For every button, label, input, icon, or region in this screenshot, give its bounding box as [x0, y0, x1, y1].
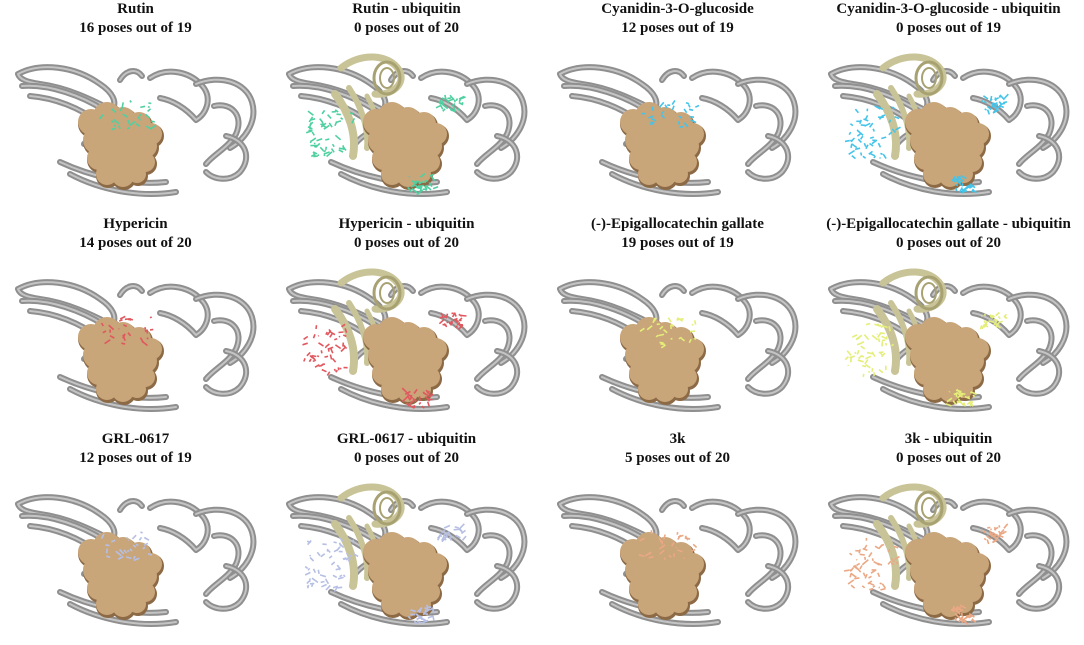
binding-pocket-surface [620, 102, 706, 190]
binding-pocket-surface [620, 317, 706, 405]
protein-structure-render [286, 483, 528, 627]
ligand-poses [100, 315, 154, 347]
protein-structure-render [828, 483, 1070, 627]
panel-title: Cyanidin-3-O-glucoside [601, 1, 754, 17]
panel-title: Hypericin [103, 216, 168, 232]
pose-count: 0 poses out of 20 [895, 235, 1001, 251]
binding-pocket-surface [905, 532, 991, 620]
ligand-poses [641, 99, 700, 128]
binding-pocket-surface [363, 102, 449, 190]
ligand-poses [100, 531, 153, 562]
panel-caption: GRL-0617 12 poses out of 19 [0, 430, 271, 468]
docking-panel: (-)-Epigallocatechin gallate 19 poses out… [542, 215, 813, 430]
panel-title: (-)-Epigallocatechin gallate - ubiquitin [826, 216, 1071, 232]
protein-structure-render [15, 279, 257, 412]
ligand-poses [304, 523, 467, 625]
docking-panel: (-)-Epigallocatechin gallate - ubiquitin… [813, 215, 1084, 430]
binding-pocket-surface [620, 532, 706, 620]
protein-structure-render [557, 279, 799, 412]
ubiquitin-ribbon [873, 268, 947, 375]
panel-title: GRL-0617 - ubiquitin [336, 431, 477, 447]
protein-structure-render [828, 268, 1070, 412]
panel-title: 3k - ubiquitin [904, 431, 993, 447]
ligand-poses [639, 317, 697, 349]
panel-title: Rutin - ubiquitin [352, 1, 461, 17]
protein-structure-render [557, 64, 799, 197]
ligand-poses [843, 523, 1009, 626]
protein-structure-render [286, 53, 528, 197]
panel-caption: (-)-Epigallocatechin gallate - ubiquitin… [813, 215, 1084, 253]
panel-caption: Hypericin - ubiquitin 0 poses out of 20 [271, 215, 542, 253]
docking-panel: Rutin 16 poses out of 19 [0, 0, 271, 215]
ligand-poses [638, 530, 698, 561]
panel-caption: GRL-0617 - ubiquitin 0 poses out of 20 [271, 430, 542, 468]
ubiquitin-ribbon [331, 483, 405, 590]
panel-title: 3k [669, 431, 686, 447]
docking-panel: Hypericin - ubiquitin 0 poses out of 20 [271, 215, 542, 430]
pose-count: 16 poses out of 19 [79, 20, 192, 36]
ligand-poses [844, 312, 1008, 407]
pose-count: 12 poses out of 19 [79, 450, 192, 466]
binding-pocket-surface [363, 317, 449, 405]
pose-count: 5 poses out of 20 [624, 450, 730, 466]
docking-panel: GRL-0617 12 poses out of 19 [0, 430, 271, 645]
pose-count: 19 poses out of 19 [621, 235, 734, 251]
pose-count: 0 poses out of 20 [895, 450, 1001, 466]
docking-panel: 3k - ubiquitin 0 poses out of 20 [813, 430, 1084, 645]
panel-caption: Rutin 16 poses out of 19 [0, 0, 271, 38]
binding-pocket-surface [78, 317, 164, 405]
protein-structure-render [15, 494, 257, 627]
docking-panel: 3k 5 poses out of 20 [542, 430, 813, 645]
docking-panel: Cyanidin-3-O-glucoside 12 poses out of 19 [542, 0, 813, 215]
ligand-poses [98, 100, 157, 131]
protein-structure-render [15, 64, 257, 197]
docking-panel: Rutin - ubiquitin 0 poses out of 20 [271, 0, 542, 215]
pose-count: 0 poses out of 20 [353, 235, 459, 251]
panel-title: Cyanidin-3-O-glucoside - ubiquitin [836, 1, 1061, 17]
panel-caption: 3k 5 poses out of 20 [542, 430, 813, 468]
binding-pocket-surface [78, 102, 164, 190]
panel-caption: 3k - ubiquitin 0 poses out of 20 [813, 430, 1084, 468]
binding-pocket-surface [363, 532, 449, 620]
panel-title: GRL-0617 [101, 431, 170, 447]
panel-caption: Hypericin 14 poses out of 20 [0, 215, 271, 253]
protein-structure-render [828, 53, 1070, 197]
pose-count: 0 poses out of 20 [353, 450, 459, 466]
panel-title: Hypericin - ubiquitin [338, 216, 475, 232]
pose-count: 0 poses out of 20 [353, 20, 459, 36]
pose-count: 12 poses out of 19 [621, 20, 734, 36]
pose-count: 0 poses out of 19 [895, 20, 1001, 36]
panel-caption: Rutin - ubiquitin 0 poses out of 20 [271, 0, 542, 38]
ligand-poses [302, 312, 467, 409]
docking-panel: GRL-0617 - ubiquitin 0 poses out of 20 [271, 430, 542, 645]
panel-title: (-)-Epigallocatechin gallate [591, 216, 764, 232]
binding-pocket-surface [905, 102, 991, 190]
docking-panel: Hypericin 14 poses out of 20 [0, 215, 271, 430]
ligand-poses [305, 94, 466, 196]
binding-pocket-surface [78, 532, 164, 620]
protein-structure-render [286, 268, 528, 412]
pose-count: 14 poses out of 20 [79, 235, 192, 251]
panel-caption: Cyanidin-3-O-glucoside - ubiquitin 0 pose… [813, 0, 1084, 38]
panel-title: Rutin [117, 1, 154, 17]
binding-pocket-surface [905, 317, 991, 405]
protein-structure-render [557, 494, 799, 627]
docking-panel: Cyanidin-3-O-glucoside - ubiquitin 0 pose… [813, 0, 1084, 215]
ligand-poses [844, 93, 1009, 194]
protein-ribbon [15, 64, 257, 197]
panel-caption: (-)-Epigallocatechin gallate 19 poses out… [542, 215, 813, 253]
panel-caption: Cyanidin-3-O-glucoside 12 poses out of 19 [542, 0, 813, 38]
